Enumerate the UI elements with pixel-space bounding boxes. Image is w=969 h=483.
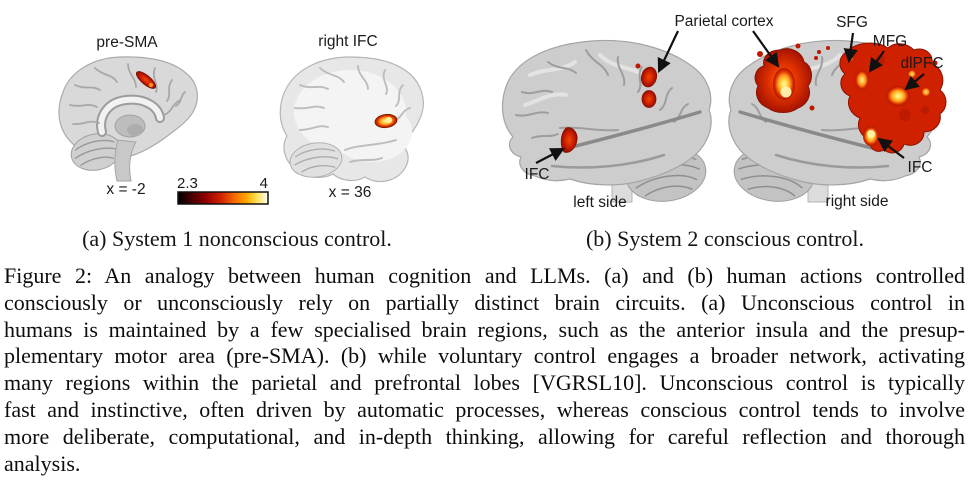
activation-left-ifc xyxy=(560,127,578,153)
caption-line: more deliberate, computational, and in-d… xyxy=(4,423,965,449)
arrow-ifc-left xyxy=(535,148,565,164)
label-right-ifc: right IFC xyxy=(318,33,377,50)
arrow-parietal-left xyxy=(657,30,679,73)
subcaption-b: (b) System 2 conscious control. xyxy=(585,226,865,251)
label-pre-sma: pre-SMA xyxy=(96,34,158,51)
label-right-side: right side xyxy=(826,193,889,210)
brain-figure-graphic: 2.3 4 pre-SMA right IFC x = -2 x = 36 xyxy=(58,13,947,211)
subcaption-a: (a) System 1 nonconscious control. xyxy=(82,226,392,251)
figure-caption: Figure 2: An analogy between human cogni… xyxy=(4,263,965,477)
colorbar: 2.3 4 xyxy=(177,175,269,205)
arrow-sfg xyxy=(843,32,858,64)
label-coordinate-x-36: x = 36 xyxy=(329,184,372,201)
label-left-side: left side xyxy=(573,194,626,211)
panel-b: Parietal cortex SFG MFG dlPFC IFC IFC le… xyxy=(501,13,947,211)
caption-line: consciously or unconsciously rely on par… xyxy=(4,289,965,315)
activation-presma xyxy=(135,71,157,89)
colorbar-max-label: 4 xyxy=(260,175,268,192)
arrow-ifc-right xyxy=(877,137,905,159)
brain-sagittal-right-ifc xyxy=(279,56,424,183)
annotation-arrows xyxy=(535,30,925,164)
caption-line: analysis. xyxy=(4,450,81,476)
label-sfg: SFG xyxy=(836,14,868,31)
label-ifc-right: IFC xyxy=(908,159,933,176)
label-dlpfc: dlPFC xyxy=(900,55,943,72)
panel-a: 2.3 4 pre-SMA right IFC x = -2 x = 36 xyxy=(58,33,424,205)
arrow-dlpfc xyxy=(904,73,925,91)
caption-line: fast and instinctive, often driven by au… xyxy=(4,396,965,422)
caption-line: plementary motor area (pre-SMA). (b) whi… xyxy=(4,343,965,369)
activation-right-ifc xyxy=(374,113,398,129)
colorbar-gradient xyxy=(177,191,269,205)
arrow-mfg xyxy=(868,50,885,73)
colorbar-min-label: 2.3 xyxy=(177,175,198,192)
arrow-parietal-right xyxy=(752,30,780,68)
brain-sagittal-presma xyxy=(58,56,198,182)
caption-line: humans is maintained by a few specialise… xyxy=(4,316,965,342)
label-coordinate-x-minus-2: x = -2 xyxy=(106,181,145,198)
label-mfg: MFG xyxy=(873,33,907,50)
caption-line: Figure 2: An analogy between human cogni… xyxy=(4,263,965,288)
label-ifc-left: IFC xyxy=(525,166,550,183)
label-parietal-cortex: Parietal cortex xyxy=(674,13,773,30)
caption-line: many regions within the parietal and pre… xyxy=(4,370,965,396)
